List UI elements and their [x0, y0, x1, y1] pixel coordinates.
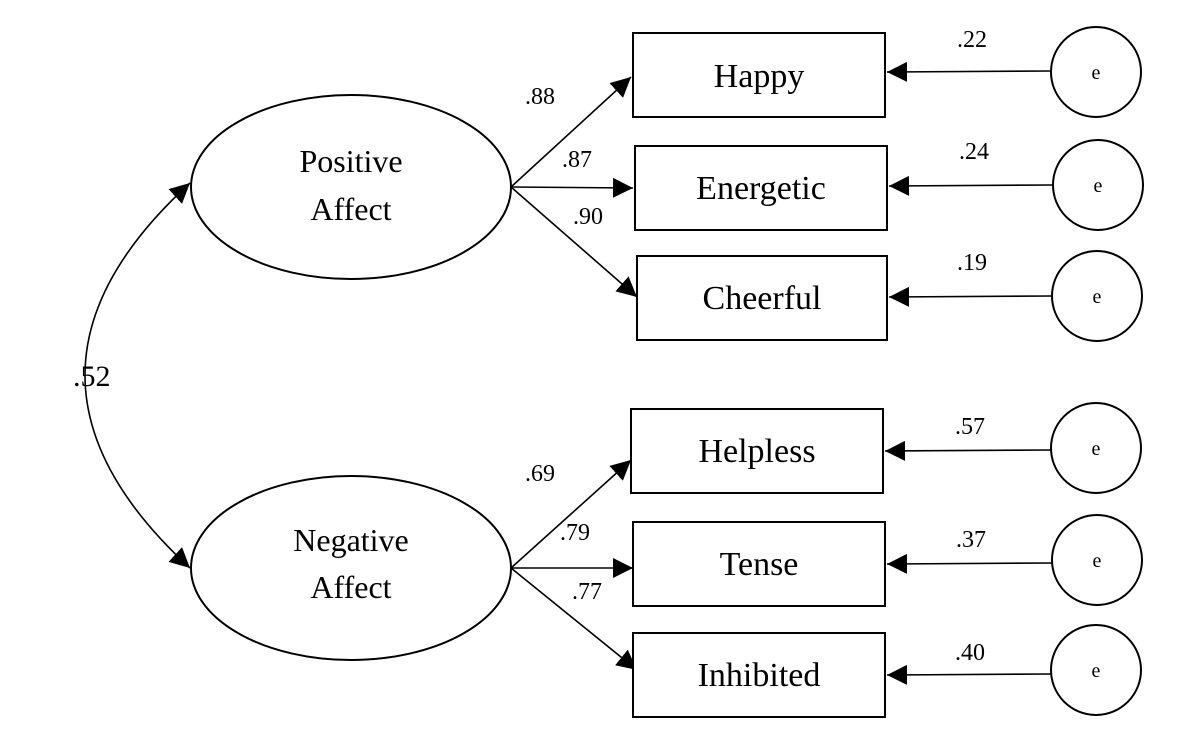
error-variance-helpless: .57 [955, 414, 985, 440]
error-term-inhibited-label: e [1092, 660, 1101, 682]
indicator-tense: Tense [632, 521, 886, 607]
error-arrow-helpless [884, 440, 1052, 461]
error-variance-happy: .22 [957, 27, 987, 53]
loading-arrow-happy [510, 76, 632, 188]
error-term-happy-label: e [1092, 62, 1101, 84]
error-term-happy: e [1050, 26, 1142, 118]
error-variance-inhibited: .40 [955, 640, 985, 666]
indicator-cheerful-label: Cheerful [703, 280, 822, 317]
error-term-helpless: e [1050, 402, 1142, 494]
latent-negative-affect: Negative Affect [190, 475, 512, 661]
correlation-arrow [84, 182, 191, 569]
indicator-energetic: Energetic [634, 145, 888, 231]
indicator-helpless-label: Helpless [698, 433, 815, 470]
loading-arrow-energetic [510, 177, 634, 198]
latent-negative-affect-line-1: Negative [293, 522, 409, 558]
latent-negative-affect-line-2: Affect [310, 569, 391, 605]
latent-positive-affect-line-2: Affect [310, 191, 391, 227]
error-term-cheerful: e [1051, 250, 1143, 342]
error-variance-energetic: .24 [959, 139, 989, 165]
error-term-tense: e [1051, 514, 1143, 606]
indicator-energetic-label: Energetic [696, 170, 826, 207]
indicator-inhibited: Inhibited [632, 632, 886, 718]
latent-positive-affect-line-1: Positive [299, 143, 402, 179]
error-arrow-tense [886, 553, 1053, 574]
error-term-energetic-label: e [1094, 175, 1103, 197]
error-term-energetic: e [1052, 139, 1144, 231]
loading-arrow-helpless [510, 459, 632, 569]
indicator-cheerful: Cheerful [636, 255, 888, 341]
indicator-inhibited-label: Inhibited [698, 657, 821, 694]
indicator-helpless: Helpless [630, 408, 884, 494]
error-arrow-energetic [888, 175, 1054, 196]
error-term-inhibited: e [1050, 624, 1142, 716]
error-variance-tense: .37 [956, 527, 986, 553]
error-arrow-inhibited [886, 664, 1052, 685]
loading-arrow-inhibited [510, 567, 638, 671]
loading-label-tense: .79 [560, 520, 590, 546]
latent-positive-affect: Positive Affect [190, 94, 512, 280]
error-term-tense-label: e [1093, 550, 1102, 572]
loading-label-energetic: .87 [562, 147, 592, 173]
loading-label-cheerful: .90 [573, 204, 603, 230]
loading-label-happy: .88 [525, 84, 555, 110]
error-variance-cheerful: .19 [957, 250, 987, 276]
loading-label-helpless: .69 [525, 461, 555, 487]
error-arrow-cheerful [888, 286, 1053, 307]
loading-label-inhibited: .77 [572, 579, 602, 605]
error-arrow-happy [886, 61, 1052, 82]
error-term-cheerful-label: e [1093, 286, 1102, 308]
loading-arrow-cheerful [510, 186, 638, 298]
correlation-label: .52 [73, 360, 111, 393]
indicator-tense-label: Tense [720, 546, 799, 583]
error-term-helpless-label: e [1092, 438, 1101, 460]
indicator-happy-label: Happy [714, 58, 805, 95]
indicator-happy: Happy [632, 32, 886, 118]
